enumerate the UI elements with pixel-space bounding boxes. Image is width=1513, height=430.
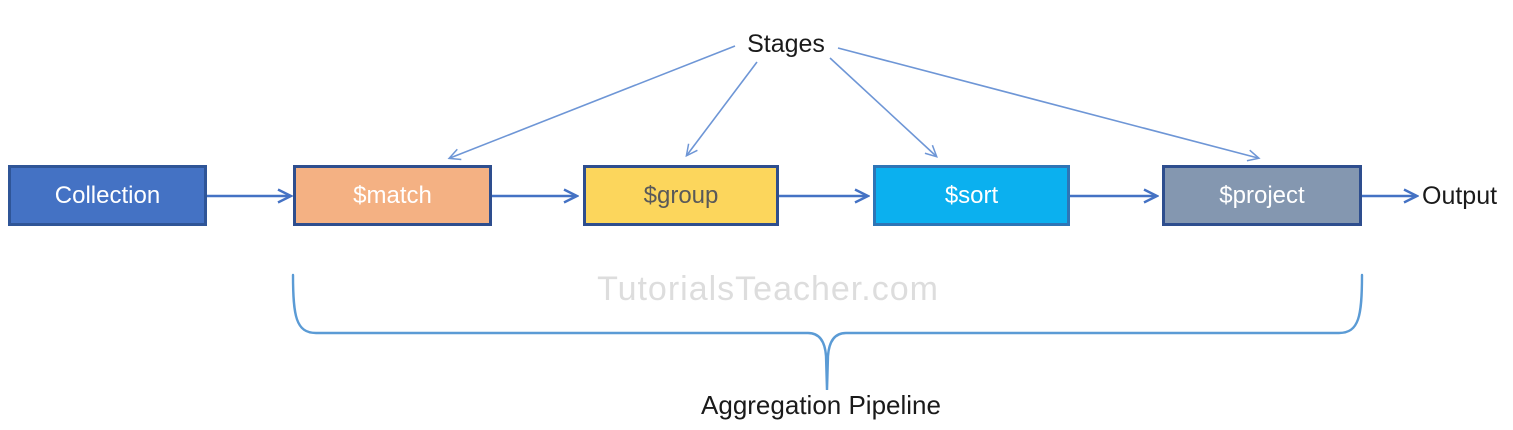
node-label: $sort [944,181,999,209]
node-group: $group [583,165,779,226]
arrow-stages-to-sort [829,57,938,158]
pipeline-label: Aggregation Pipeline [701,390,941,420]
node-collection: Collection [8,165,207,226]
arrow-stages-to-project [837,47,1261,162]
arrow-stages-to-group [685,61,758,158]
arrow-stages-to-match [447,45,736,161]
node-label: $group [643,181,719,209]
node-label: $match [353,181,432,209]
watermark: TutorialsTeacher.com [597,270,939,308]
node-sort: $sort [873,165,1070,226]
node-label: Collection [54,181,161,209]
node-label: $project [1219,181,1305,209]
stages-label: Stages [747,30,825,58]
output-label: Output [1422,182,1498,210]
node-project: $project [1162,165,1362,226]
node-match: $match [293,165,492,226]
